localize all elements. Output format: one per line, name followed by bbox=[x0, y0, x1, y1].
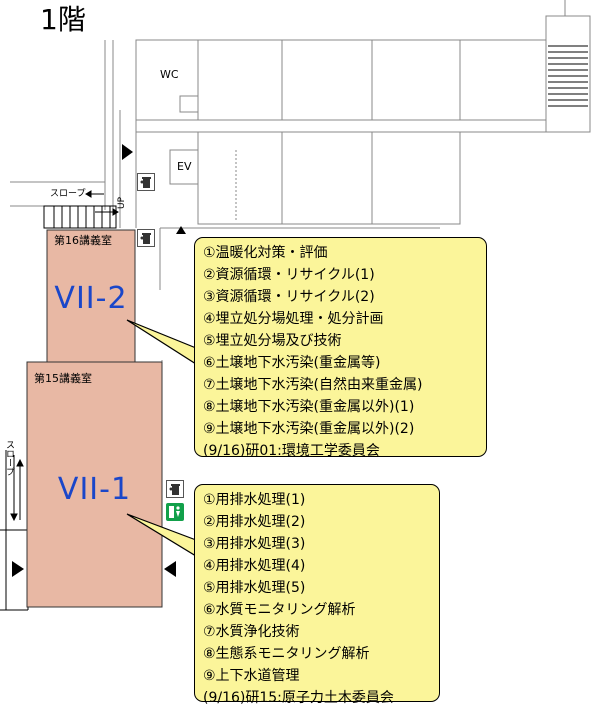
session-item: ④用排水処理(4) bbox=[203, 558, 306, 574]
session-item: ③用排水処理(3) bbox=[203, 536, 306, 552]
session-item: ⑦水質浄化技術 bbox=[203, 624, 300, 640]
slope-label-left: スロープ bbox=[4, 440, 14, 476]
building-outline bbox=[10, 0, 591, 560]
room-16-label: 第16講義室 bbox=[54, 234, 112, 247]
entrance-arrow-icon bbox=[164, 561, 176, 577]
session-item: ⑨上下水道管理 bbox=[203, 668, 300, 684]
ev-label: EV bbox=[177, 160, 192, 173]
emergency-exit-icon bbox=[166, 503, 184, 521]
trash-icon bbox=[137, 229, 155, 247]
room-15-name: VII-1 bbox=[57, 472, 132, 507]
entrance-arrow-icon bbox=[176, 226, 186, 234]
room-16 bbox=[46, 229, 136, 363]
session-item: ④埋立処分場処理・処分計画 bbox=[203, 311, 384, 327]
entrance-arrow-icon bbox=[12, 561, 24, 577]
entrance-arrow-icon bbox=[122, 144, 133, 160]
wc-label: WC bbox=[160, 68, 179, 81]
session-item: ②資源循環・リサイクル(1) bbox=[203, 267, 375, 283]
floor-title: 1階 bbox=[40, 3, 86, 36]
session-item: ⑦土壌地下水汚染(自然由来重金属) bbox=[203, 377, 423, 393]
session-item: ⑤埋立処分場及び技術 bbox=[203, 333, 342, 349]
session-item: ⑥水質モニタリング解析 bbox=[203, 602, 356, 618]
session-item: ⑧生態系モニタリング解析 bbox=[203, 646, 370, 662]
trash-icon bbox=[166, 480, 184, 498]
stair-treads-entrance bbox=[43, 205, 117, 229]
session-item: ⑨土壌地下水汚染(重金属以外)(2) bbox=[203, 421, 415, 437]
room-15 bbox=[26, 361, 163, 608]
session-item: ②用排水処理(2) bbox=[203, 514, 306, 530]
up-label: UP bbox=[117, 196, 128, 210]
session-item: (9/16)研15:原子力土木委員会 bbox=[203, 690, 394, 706]
callout-vii2: ①温暖化対策・評価 ②資源循環・リサイクル(1) ③資源循環・リサイクル(2) … bbox=[194, 237, 487, 459]
session-item: ①温暖化対策・評価 bbox=[203, 245, 328, 261]
room-15-label: 第15講義室 bbox=[34, 372, 92, 385]
session-item: (9/16)研01:環境工学委員会 bbox=[203, 443, 380, 459]
callout-pointer-vii2 bbox=[126, 319, 197, 366]
session-item: ⑥土壌地下水汚染(重金属等) bbox=[203, 355, 381, 371]
room-16-name: VII-2 bbox=[54, 281, 128, 316]
stair-treads-right bbox=[548, 45, 588, 107]
session-item: ⑧土壌地下水汚染(重金属以外)(1) bbox=[203, 399, 415, 415]
trash-icon bbox=[137, 173, 155, 191]
session-item: ⑤用排水処理(5) bbox=[203, 580, 306, 596]
session-item: ③資源循環・リサイクル(2) bbox=[203, 289, 375, 305]
slope-label-top: スロープ bbox=[50, 189, 86, 199]
callout-vii1: ①用排水処理(1) ②用排水処理(2) ③用排水処理(3) ④用排水処理(4) … bbox=[194, 484, 440, 706]
session-item: ①用排水処理(1) bbox=[203, 492, 306, 508]
